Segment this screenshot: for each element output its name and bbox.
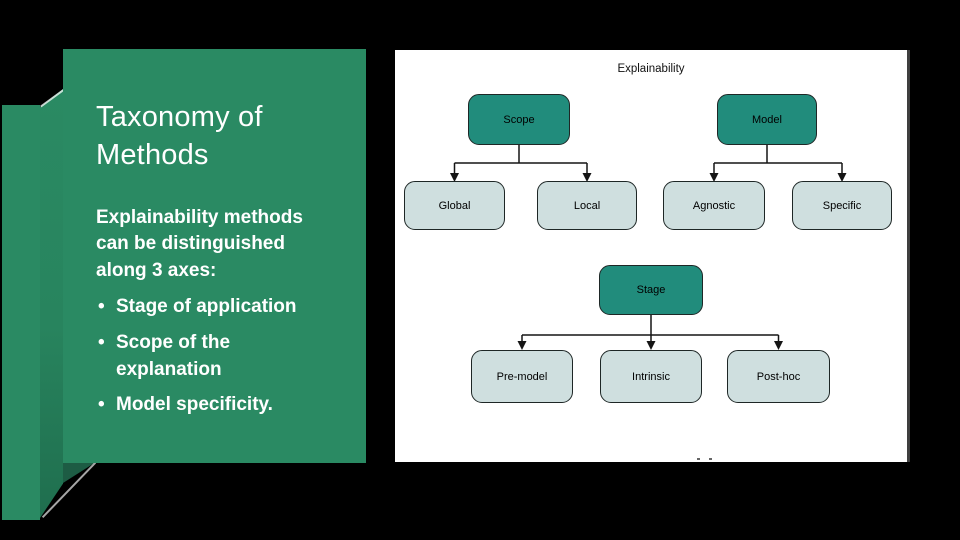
node-model: Model — [717, 94, 817, 145]
ribbon-bar-decoration — [2, 105, 40, 520]
node-scope: Scope — [468, 94, 570, 145]
taxonomy-diagram: Explainability Scope Model Global Local … — [395, 50, 910, 462]
node-specific: Specific — [792, 181, 892, 230]
bullet-item-stage: Stage of application — [96, 294, 328, 321]
bullet-list: Stage of application Scope of the explan… — [96, 294, 328, 418]
node-pre-model: Pre-model — [471, 350, 573, 403]
node-agnostic: Agnostic — [663, 181, 765, 230]
left-text-panel: Taxonomy of Methods Explainability metho… — [63, 49, 366, 463]
node-local: Local — [537, 181, 637, 230]
cropped-text-artifact — [697, 458, 700, 460]
diagram-title: Explainability — [617, 63, 685, 75]
node-global: Global — [404, 181, 505, 230]
ribbon-fold-decoration — [40, 89, 63, 518]
node-intrinsic: Intrinsic — [600, 350, 702, 403]
slide-title: Taxonomy of Methods — [96, 101, 263, 172]
slide-intro-text: Explainability methods can be distinguis… — [96, 206, 303, 281]
node-stage: Stage — [599, 265, 703, 315]
node-post-hoc: Post-hoc — [727, 350, 830, 403]
bullet-item-scope: Scope of the explanation — [96, 330, 328, 383]
tree-connector-lines — [450, 145, 847, 350]
bullet-item-model: Model specificity. — [96, 392, 328, 419]
